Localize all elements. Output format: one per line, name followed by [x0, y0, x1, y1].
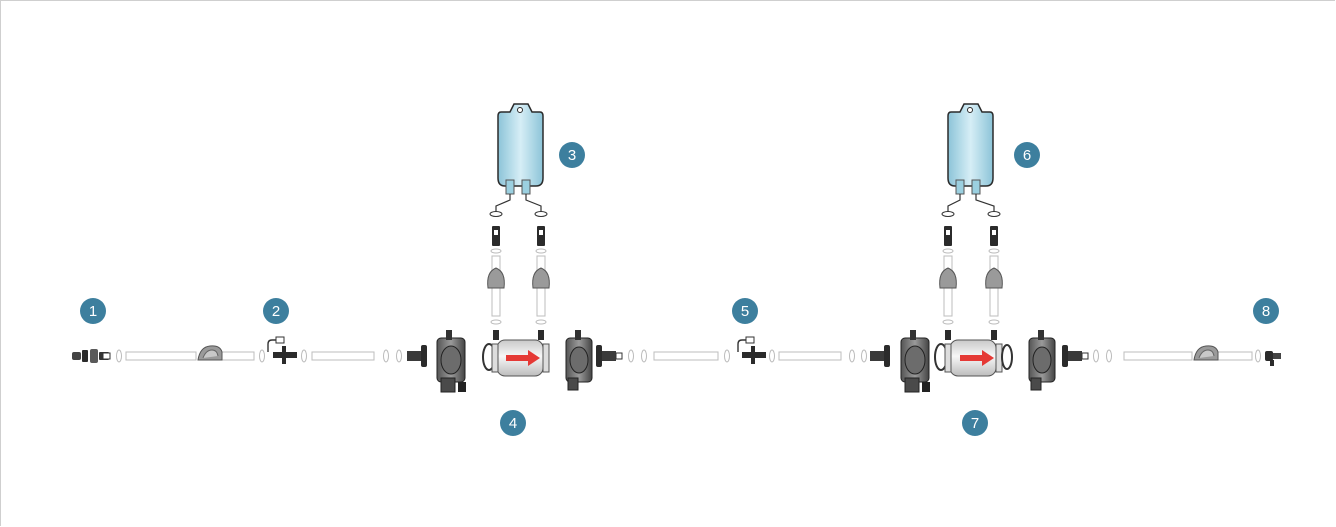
step-badge-label: 4: [509, 415, 517, 432]
tube-segment: [1093, 349, 1261, 363]
tube-segment: [301, 349, 402, 363]
step-badge-label: 3: [568, 147, 576, 164]
tube-segment: [628, 349, 730, 363]
flow-arrow-icon: [960, 350, 994, 366]
clamp-icon: [900, 330, 930, 393]
hose-barb-icon: [407, 345, 427, 367]
tube-segment: [116, 349, 265, 363]
bag-line: [939, 194, 1003, 340]
step-badge-1: 1: [80, 298, 106, 324]
step-badge-label: 2: [272, 303, 280, 320]
step-badge-5: 5: [732, 298, 758, 324]
step-badge-6: 6: [1014, 142, 1040, 168]
hose-barb-icon: [596, 345, 623, 367]
media-bag-icon: [497, 103, 544, 195]
step-badge-3: 3: [559, 142, 585, 168]
step-badge-7: 7: [962, 410, 988, 436]
inlet-connector-icon: [72, 349, 111, 363]
media-bag-icon: [947, 103, 994, 195]
sample-port-icon: [737, 336, 766, 364]
step-badge-label: 1: [89, 303, 97, 320]
step-badge-label: 6: [1023, 147, 1031, 164]
clamp-icon: [436, 330, 466, 393]
step-badge-4: 4: [500, 410, 526, 436]
clamp-icon: [565, 330, 593, 391]
sample-port-icon: [267, 336, 297, 364]
bag-line: [487, 194, 550, 340]
tube-segment: [769, 349, 867, 363]
step-badge-2: 2: [263, 298, 289, 324]
outlet-connector-icon: [1265, 351, 1281, 366]
step-badge-label: 8: [1262, 303, 1270, 320]
gasket-ring-icon: [1001, 344, 1013, 370]
step-badge-label: 7: [971, 415, 979, 432]
hose-barb-icon: [870, 345, 890, 367]
clamp-icon: [1028, 330, 1056, 391]
hose-barb-icon: [1062, 345, 1089, 367]
pinch-clamp-icon: [1193, 345, 1219, 361]
step-badge-8: 8: [1253, 298, 1279, 324]
step-badge-label: 5: [741, 303, 749, 320]
flow-arrow-icon: [506, 350, 540, 366]
pinch-clamp-icon: [197, 345, 223, 361]
